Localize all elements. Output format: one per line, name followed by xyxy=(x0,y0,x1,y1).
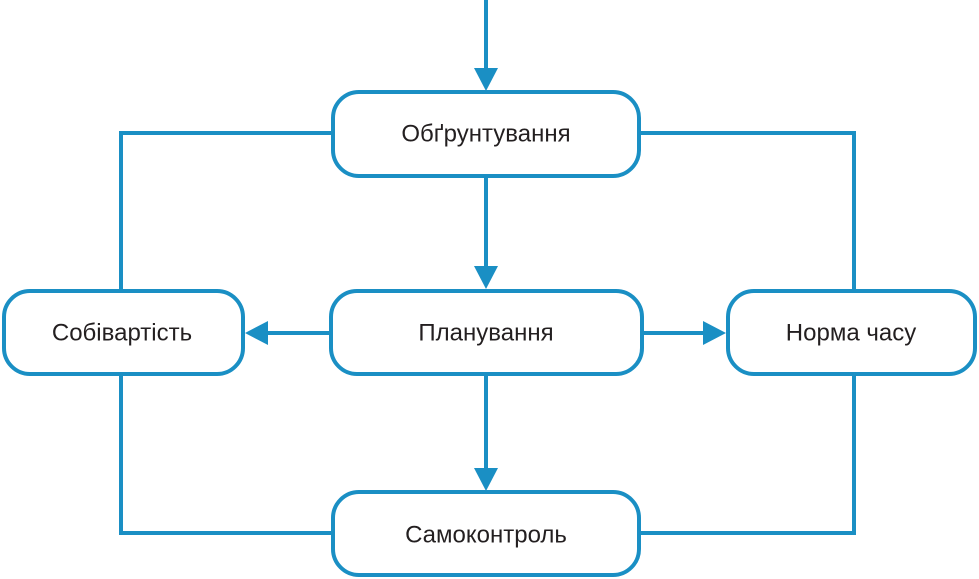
node-cost-label: Собівартість xyxy=(52,320,192,347)
node-justification: Обґрунтування xyxy=(331,90,641,178)
connectors xyxy=(119,0,856,535)
arrowhead-entry xyxy=(474,68,498,91)
node-justification-label: Обґрунтування xyxy=(401,121,570,148)
connector-justification-to-cost xyxy=(119,131,333,290)
arrowhead-to-cost xyxy=(245,321,268,345)
node-self-control: Самоконтроль xyxy=(331,490,641,577)
node-cost: Собівартість xyxy=(2,289,245,376)
connector-justification-to-time-norm xyxy=(639,131,856,290)
node-self-control-label: Самоконтроль xyxy=(405,522,567,549)
arrowhead-to-time-norm xyxy=(703,321,726,345)
connector-time-norm-to-self-control xyxy=(639,374,856,535)
arrowhead-to-planning xyxy=(474,266,498,289)
node-time-norm-label: Норма часу xyxy=(786,320,916,347)
arrowhead-to-self-control xyxy=(474,468,498,491)
connector-cost-to-self-control xyxy=(119,374,333,535)
node-time-norm: Норма часу xyxy=(726,289,977,376)
node-planning: Планування xyxy=(329,289,644,376)
node-planning-label: Планування xyxy=(418,320,553,347)
